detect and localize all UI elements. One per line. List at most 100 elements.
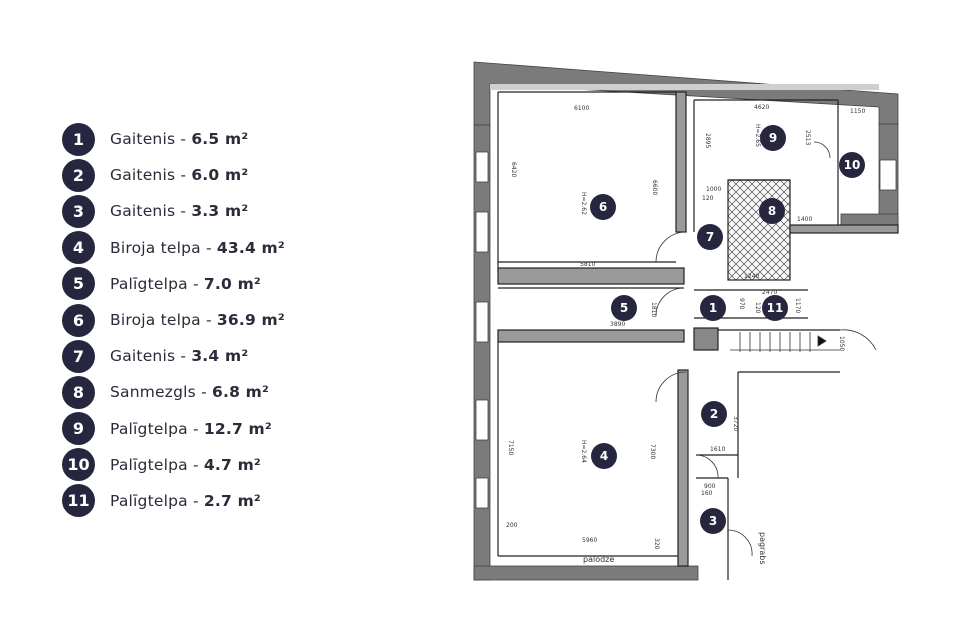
legend-number-badge: 5 bbox=[62, 267, 95, 301]
room-marker-11: 11 bbox=[762, 295, 788, 321]
room-name: Palīgtelpa bbox=[110, 491, 188, 510]
svg-text:9: 9 bbox=[769, 131, 777, 145]
svg-text:11: 11 bbox=[767, 301, 784, 315]
legend-item-8: 8 Sanmezgls - 6.8 m² bbox=[62, 374, 422, 410]
room-area: 4.7 m² bbox=[203, 455, 261, 474]
room-area: 12.7 m² bbox=[203, 419, 272, 438]
dim-120-upper: 120 bbox=[702, 195, 714, 202]
dim-7300: 7300 bbox=[649, 444, 656, 459]
interior-walls bbox=[497, 91, 899, 580]
ceiling-height-labels: H=2.65 H=2.62 H=2.64 bbox=[580, 124, 761, 463]
svg-text:1: 1 bbox=[709, 301, 717, 315]
room-marker-9: 9 bbox=[760, 125, 786, 151]
room-markers: 1 2 3 4 5 6 7 8 9 10 11 bbox=[590, 125, 865, 534]
svg-text:6: 6 bbox=[599, 200, 607, 214]
window-sill-label: palodze bbox=[583, 555, 614, 564]
room-area: 36.9 m² bbox=[216, 311, 285, 330]
legend-number-badge: 10 bbox=[62, 448, 95, 482]
legend-item-2: 2 Gaitenis - 6.0 m² bbox=[62, 157, 422, 193]
dim-2895: 2895 bbox=[704, 133, 711, 148]
room-marker-4: 4 bbox=[591, 443, 617, 469]
dim-1400: 1400 bbox=[797, 216, 812, 223]
room-name: Gaitenis bbox=[110, 202, 176, 221]
dim-4620: 4620 bbox=[754, 104, 769, 111]
legend-item-3: 3 Gaitenis - 3.3 m² bbox=[62, 193, 422, 229]
legend-number-badge: 3 bbox=[62, 194, 95, 228]
legend-item-1: 1 Gaitenis - 6.5 m² bbox=[62, 121, 422, 157]
door-swings bbox=[655, 141, 877, 557]
dim-5810: 5810 bbox=[580, 261, 595, 268]
legend-number-badge: 7 bbox=[62, 339, 95, 373]
room-area: 2.7 m² bbox=[203, 491, 261, 510]
room-area: 7.0 m² bbox=[203, 274, 261, 293]
room-area: 3.3 m² bbox=[191, 202, 249, 221]
room-name: Gaitenis bbox=[110, 347, 176, 366]
dim-3720: 3720 bbox=[732, 416, 739, 431]
legend-number-badge: 11 bbox=[62, 484, 95, 518]
dim-1240: 1240 bbox=[744, 273, 759, 280]
dim-2470: 2470 bbox=[762, 289, 777, 296]
room-name: Palīgtelpa bbox=[110, 419, 188, 438]
dimension-labels: 6100 4620 1150 6420 6600 2895 2513 1000 … bbox=[506, 104, 865, 550]
room-name: Biroja telpa bbox=[110, 311, 201, 330]
legend-number-badge: 9 bbox=[62, 412, 95, 446]
svg-text:7: 7 bbox=[706, 230, 714, 244]
room-marker-10: 10 bbox=[839, 152, 865, 178]
legend-item-5: 5 Palīgtelpa - 7.0 m² bbox=[62, 266, 422, 302]
room-name: Palīgtelpa bbox=[110, 274, 188, 293]
room-name: Biroja telpa bbox=[110, 238, 201, 257]
svg-text:10: 10 bbox=[844, 158, 861, 172]
room-name: Gaitenis bbox=[110, 166, 176, 185]
svg-text:3: 3 bbox=[709, 514, 717, 528]
room-name: Palīgtelpa bbox=[110, 455, 188, 474]
legend-item-7: 7 Gaitenis - 3.4 m² bbox=[62, 338, 422, 374]
legend-item-4: 4 Biroja telpa - 43.4 m² bbox=[62, 230, 422, 266]
svg-text:8: 8 bbox=[768, 204, 776, 218]
dim-2513: 2513 bbox=[804, 130, 811, 145]
legend-item-6: 6 Biroja telpa - 36.9 m² bbox=[62, 302, 422, 338]
height-room-9: H=2.65 bbox=[754, 124, 761, 147]
top-wall-band bbox=[490, 84, 879, 90]
room-area: 6.0 m² bbox=[191, 166, 249, 185]
room-marker-5: 5 bbox=[611, 295, 637, 321]
room-area: 6.8 m² bbox=[212, 383, 270, 402]
dim-900: 900 bbox=[704, 483, 716, 490]
windows bbox=[475, 151, 897, 509]
legend-number-badge: 6 bbox=[62, 303, 95, 337]
room-name: Sanmezgls bbox=[110, 383, 196, 402]
stairs bbox=[730, 332, 840, 352]
legend-item-11: 11 Palīgtelpa - 2.7 m² bbox=[62, 483, 422, 519]
dim-160: 160 bbox=[701, 490, 713, 497]
dim-1050: 1050 bbox=[838, 336, 845, 351]
room-area: 43.4 m² bbox=[216, 238, 285, 257]
legend-item-9: 9 Palīgtelpa - 12.7 m² bbox=[62, 411, 422, 447]
dim-320: 320 bbox=[653, 538, 660, 550]
room-legend: 1 Gaitenis - 6.5 m² 2 Gaitenis - 6.0 m² … bbox=[62, 121, 422, 519]
room-marker-2: 2 bbox=[701, 401, 727, 427]
dim-7150: 7150 bbox=[507, 440, 514, 455]
legend-number-badge: 1 bbox=[62, 122, 95, 156]
dim-6420: 6420 bbox=[510, 162, 517, 177]
dim-5960: 5960 bbox=[582, 537, 597, 544]
legend-number-badge: 2 bbox=[62, 158, 95, 192]
dim-1610: 1610 bbox=[710, 446, 725, 453]
room-area: 6.5 m² bbox=[191, 130, 249, 149]
basement-label: pagrabs bbox=[758, 532, 767, 565]
height-room-6: H=2.62 bbox=[580, 192, 587, 215]
room-marker-6: 6 bbox=[590, 194, 616, 220]
svg-text:2: 2 bbox=[710, 407, 718, 421]
height-room-4: H=2.64 bbox=[580, 440, 587, 463]
dim-200: 200 bbox=[506, 522, 518, 529]
legend-number-badge: 8 bbox=[62, 375, 95, 409]
dim-1150: 1150 bbox=[850, 108, 865, 115]
svg-text:4: 4 bbox=[600, 449, 608, 463]
svg-text:5: 5 bbox=[620, 301, 628, 315]
room-name: Gaitenis bbox=[110, 130, 176, 149]
dim-6600: 6600 bbox=[651, 180, 658, 195]
dim-6100: 6100 bbox=[574, 105, 589, 112]
room-marker-7: 7 bbox=[697, 224, 723, 250]
room-marker-1: 1 bbox=[700, 295, 726, 321]
dim-3890: 3890 bbox=[610, 321, 625, 328]
dim-1810: 1810 bbox=[650, 302, 657, 317]
